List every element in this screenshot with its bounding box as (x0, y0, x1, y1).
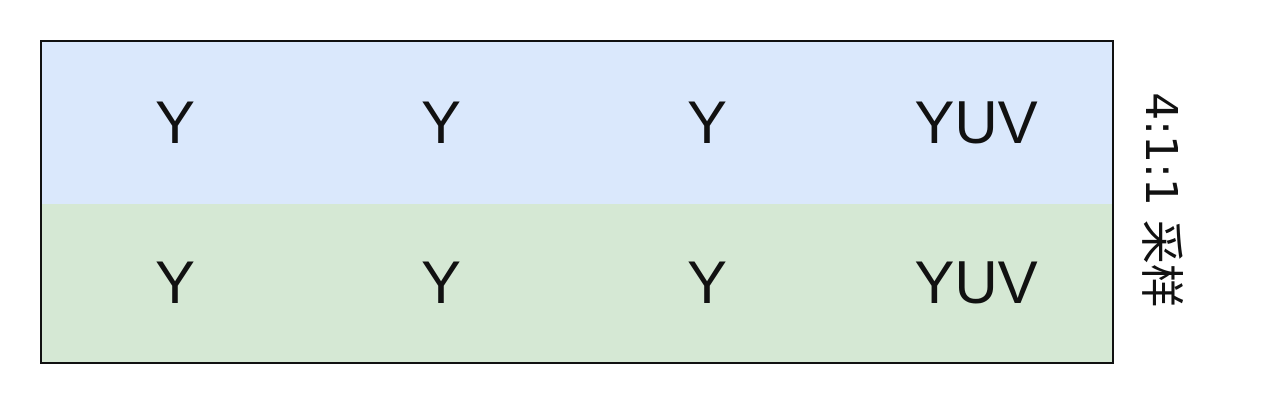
sample-cell-yuv: YUV (914, 89, 1038, 156)
sample-cell: Y (686, 249, 728, 316)
sampling-grid: Y Y Y YUV Y Y Y YUV (40, 40, 1114, 364)
sampling-row-1: Y Y Y YUV (42, 42, 1112, 204)
sample-cell: Y (154, 249, 196, 316)
sample-cell: Y (154, 89, 196, 156)
sample-cell: Y (686, 89, 728, 156)
sampling-format-label: 4:1:1 采样 (1135, 92, 1186, 308)
sampling-row-2: Y Y Y YUV (42, 204, 1112, 362)
sample-cell-yuv: YUV (914, 249, 1038, 316)
sample-cell: Y (420, 89, 462, 156)
sample-cell: Y (420, 249, 462, 316)
